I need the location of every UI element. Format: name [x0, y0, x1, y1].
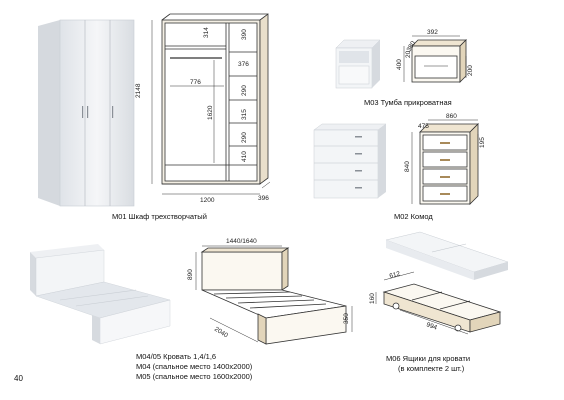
drawers-caption: М06 Ящики для кровати: [386, 354, 471, 363]
nightstand-width: 392: [427, 29, 438, 36]
chest-drawer: 195: [479, 137, 486, 148]
wardrobe-drawing: [151, 13, 271, 195]
page-number: 40: [14, 374, 23, 383]
bed-head-height: 890: [187, 269, 194, 280]
wardrobe-image: [38, 19, 135, 207]
bed-drawers-image: [385, 231, 509, 280]
bed-drawing: [195, 245, 353, 345]
chest-depth: 475: [418, 123, 429, 130]
wardrobe-shelf-4: 290: [241, 85, 248, 96]
chest-height: 840: [404, 161, 411, 172]
nightstand-caption: М03 Тумба прикроватная: [364, 98, 452, 107]
chest-width: 860: [446, 113, 457, 120]
bed-length: 2040: [213, 326, 229, 340]
bed-width: 1440/1640: [226, 238, 257, 245]
bed-caption: М04/05 Кровать 1,4/1,6: [136, 352, 217, 361]
wardrobe-height: 2148: [135, 83, 142, 98]
wardrobe-shelf-5: 315: [241, 109, 248, 120]
wardrobe-inner-width: 776: [190, 79, 201, 86]
chest-image: [313, 123, 387, 199]
wardrobe-hanging-height: 1620: [207, 105, 214, 120]
bed-subtitle-1: М04 (спальное место 1400х2000): [136, 362, 253, 371]
drawers-length: 994: [425, 321, 438, 331]
nightstand-drawing: [403, 35, 467, 83]
wardrobe-shelf-3: 376: [238, 61, 249, 68]
nightstand-drawer: 200: [467, 65, 474, 76]
drawers-width: 612: [389, 270, 402, 280]
wardrobe-shelf-2: 390: [241, 29, 248, 40]
nightstand-top-gap: 20: [405, 50, 412, 58]
wardrobe-width: 1200: [200, 197, 215, 204]
bed-image: [30, 244, 171, 345]
bed-subtitle-2: М05 (спальное место 1600х2000): [136, 372, 253, 381]
nightstand-image: [335, 39, 381, 89]
chest-drawing: [411, 119, 479, 205]
drawers-subtitle: (в комплекте 2 шт.): [398, 364, 465, 373]
nightstand-height: 400: [396, 59, 403, 70]
chest-caption: М02 Комод: [394, 212, 433, 221]
bed-drawers-drawing: [375, 271, 502, 335]
wardrobe-caption: М01 Шкаф трехстворчатый: [112, 212, 207, 221]
wardrobe-shelf-7: 410: [241, 151, 248, 162]
bed-foot-height: 350: [343, 313, 350, 324]
nightstand-depth: 380: [406, 40, 418, 53]
wardrobe-shelf-6: 290: [241, 132, 248, 143]
wardrobe-depth: 396: [258, 195, 269, 202]
wardrobe-shelf-1: 314: [203, 27, 210, 38]
drawers-height: 160: [369, 293, 376, 304]
